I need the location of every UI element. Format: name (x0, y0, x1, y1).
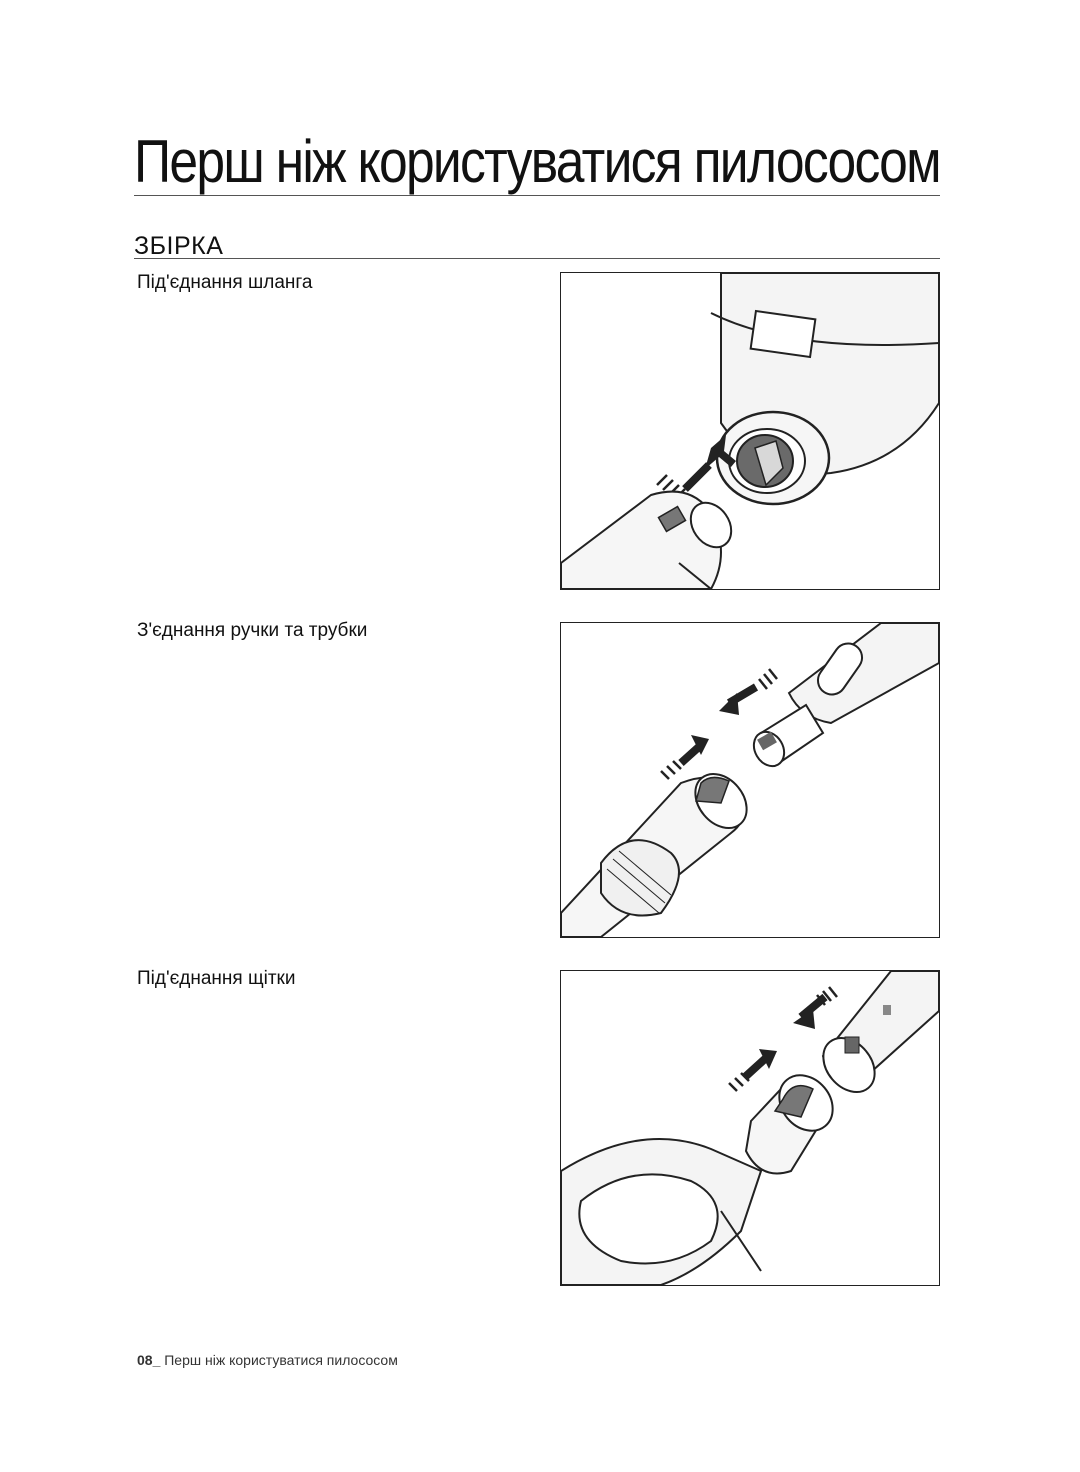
handle-pipe-illustration (561, 623, 939, 937)
step-label-hose: Під'єднання шланга (137, 272, 313, 293)
section-divider (134, 258, 940, 259)
section-heading: ЗБІРКА (134, 232, 224, 260)
arrow-up-right-icon (728, 1049, 777, 1092)
illustration-handle-pipe-connection (560, 622, 940, 938)
step-label-brush: Під'єднання щітки (137, 968, 296, 989)
title-divider (134, 195, 940, 196)
arrow-down-left-icon (719, 668, 778, 715)
page-title: Перш ніж користуватися пилососом (134, 128, 942, 195)
illustration-hose-connection (560, 272, 940, 590)
arrow-up-right-icon (660, 735, 709, 780)
hose-connection-illustration (561, 273, 939, 589)
brush-connection-illustration (561, 971, 939, 1285)
page-number: 08_ (137, 1352, 161, 1368)
arrow-down-left-icon (793, 986, 838, 1029)
footer-text: Перш ніж користуватися пилососом (160, 1352, 398, 1368)
step-label-handle-pipe: З'єднання ручки та трубки (137, 620, 368, 641)
illustration-brush-connection (560, 970, 940, 1286)
page-footer: 08_ Перш ніж користуватися пилососом (137, 1352, 398, 1368)
